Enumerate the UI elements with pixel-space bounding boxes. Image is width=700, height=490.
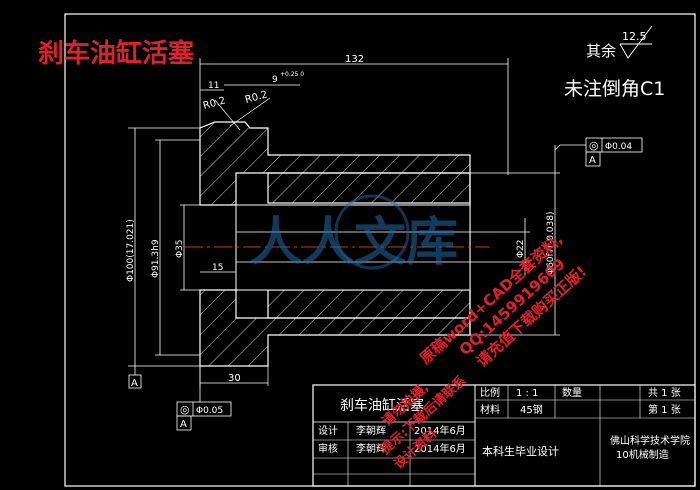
- tb-designer-name: 李朝辉: [356, 424, 386, 437]
- tb-designer-label: 设计: [318, 424, 338, 437]
- tb-checker-date: 2014年6月: [414, 442, 466, 455]
- dim-right-dia: Φ60f7(-0.038): [546, 212, 556, 275]
- dim-91-dia: Φ91.3h9: [151, 239, 161, 278]
- dim-outer-dia: Φ100(17.021): [126, 219, 136, 282]
- tol1-datum: A: [589, 155, 596, 166]
- tb-checker-label: 审核: [318, 442, 338, 455]
- roughness-symbol: [619, 25, 653, 59]
- chamfer-note: 未注倒角C1: [564, 78, 665, 100]
- surface-label: 其余: [586, 42, 616, 60]
- tol-frame-2: [176, 401, 232, 417]
- tol1-symbol: ◎: [589, 139, 599, 152]
- dim-groove: 9: [272, 75, 278, 85]
- tb-qty-value: 共 1 张: [648, 387, 681, 399]
- tb-checker-name: 李朝辉: [356, 442, 386, 455]
- tb-sheet-value: 第 1 张: [648, 403, 681, 416]
- tol1-datum-box: [585, 151, 601, 167]
- tol2-datum-box: [176, 415, 192, 431]
- bore: [235, 204, 471, 291]
- tb-school: 佛山科学技术学院: [610, 434, 690, 447]
- watermark-logo-circle: [334, 194, 410, 270]
- tb-material-label: 材料: [480, 403, 500, 416]
- tb-class: 10机械制造: [616, 448, 669, 461]
- dim-bore-depth: 15: [212, 263, 223, 273]
- part-upper-shaft: [267, 172, 471, 204]
- tb-scale-value: 1 : 1: [516, 388, 538, 399]
- tol2-datum: A: [180, 419, 187, 430]
- part-lower-shaft: [267, 289, 471, 319]
- dim-flange-length: 30: [228, 373, 241, 384]
- title-block: [312, 384, 696, 487]
- dim-35-dia: Φ35: [175, 239, 185, 258]
- tol2-symbol: ◎: [180, 403, 190, 416]
- dim-radius-right: R0.2: [244, 89, 269, 106]
- dim-left-width: 11: [208, 81, 219, 91]
- tol1-value: Φ0.04: [605, 142, 632, 152]
- roughness-value: 12.5: [622, 30, 647, 43]
- tb-material-value: 45钢: [520, 403, 543, 416]
- tb-scale-label: 比例: [480, 386, 500, 399]
- tol2-value: Φ0.05: [196, 406, 223, 416]
- tb-designer-date: 2014年6月: [414, 424, 466, 437]
- datum-left: A: [131, 378, 138, 389]
- tb-part-name: 刹车油缸活塞: [340, 397, 424, 414]
- dim-groove-tol: +0.25 0: [280, 71, 304, 78]
- tb-project: 本科生毕业设计: [482, 444, 559, 458]
- dim-inner-dia: Φ22: [516, 239, 526, 258]
- dim-overall-length: 132: [345, 54, 364, 65]
- tb-qty-label: 数量: [562, 386, 582, 399]
- overlay-title: 刹车油缸活塞: [38, 38, 194, 69]
